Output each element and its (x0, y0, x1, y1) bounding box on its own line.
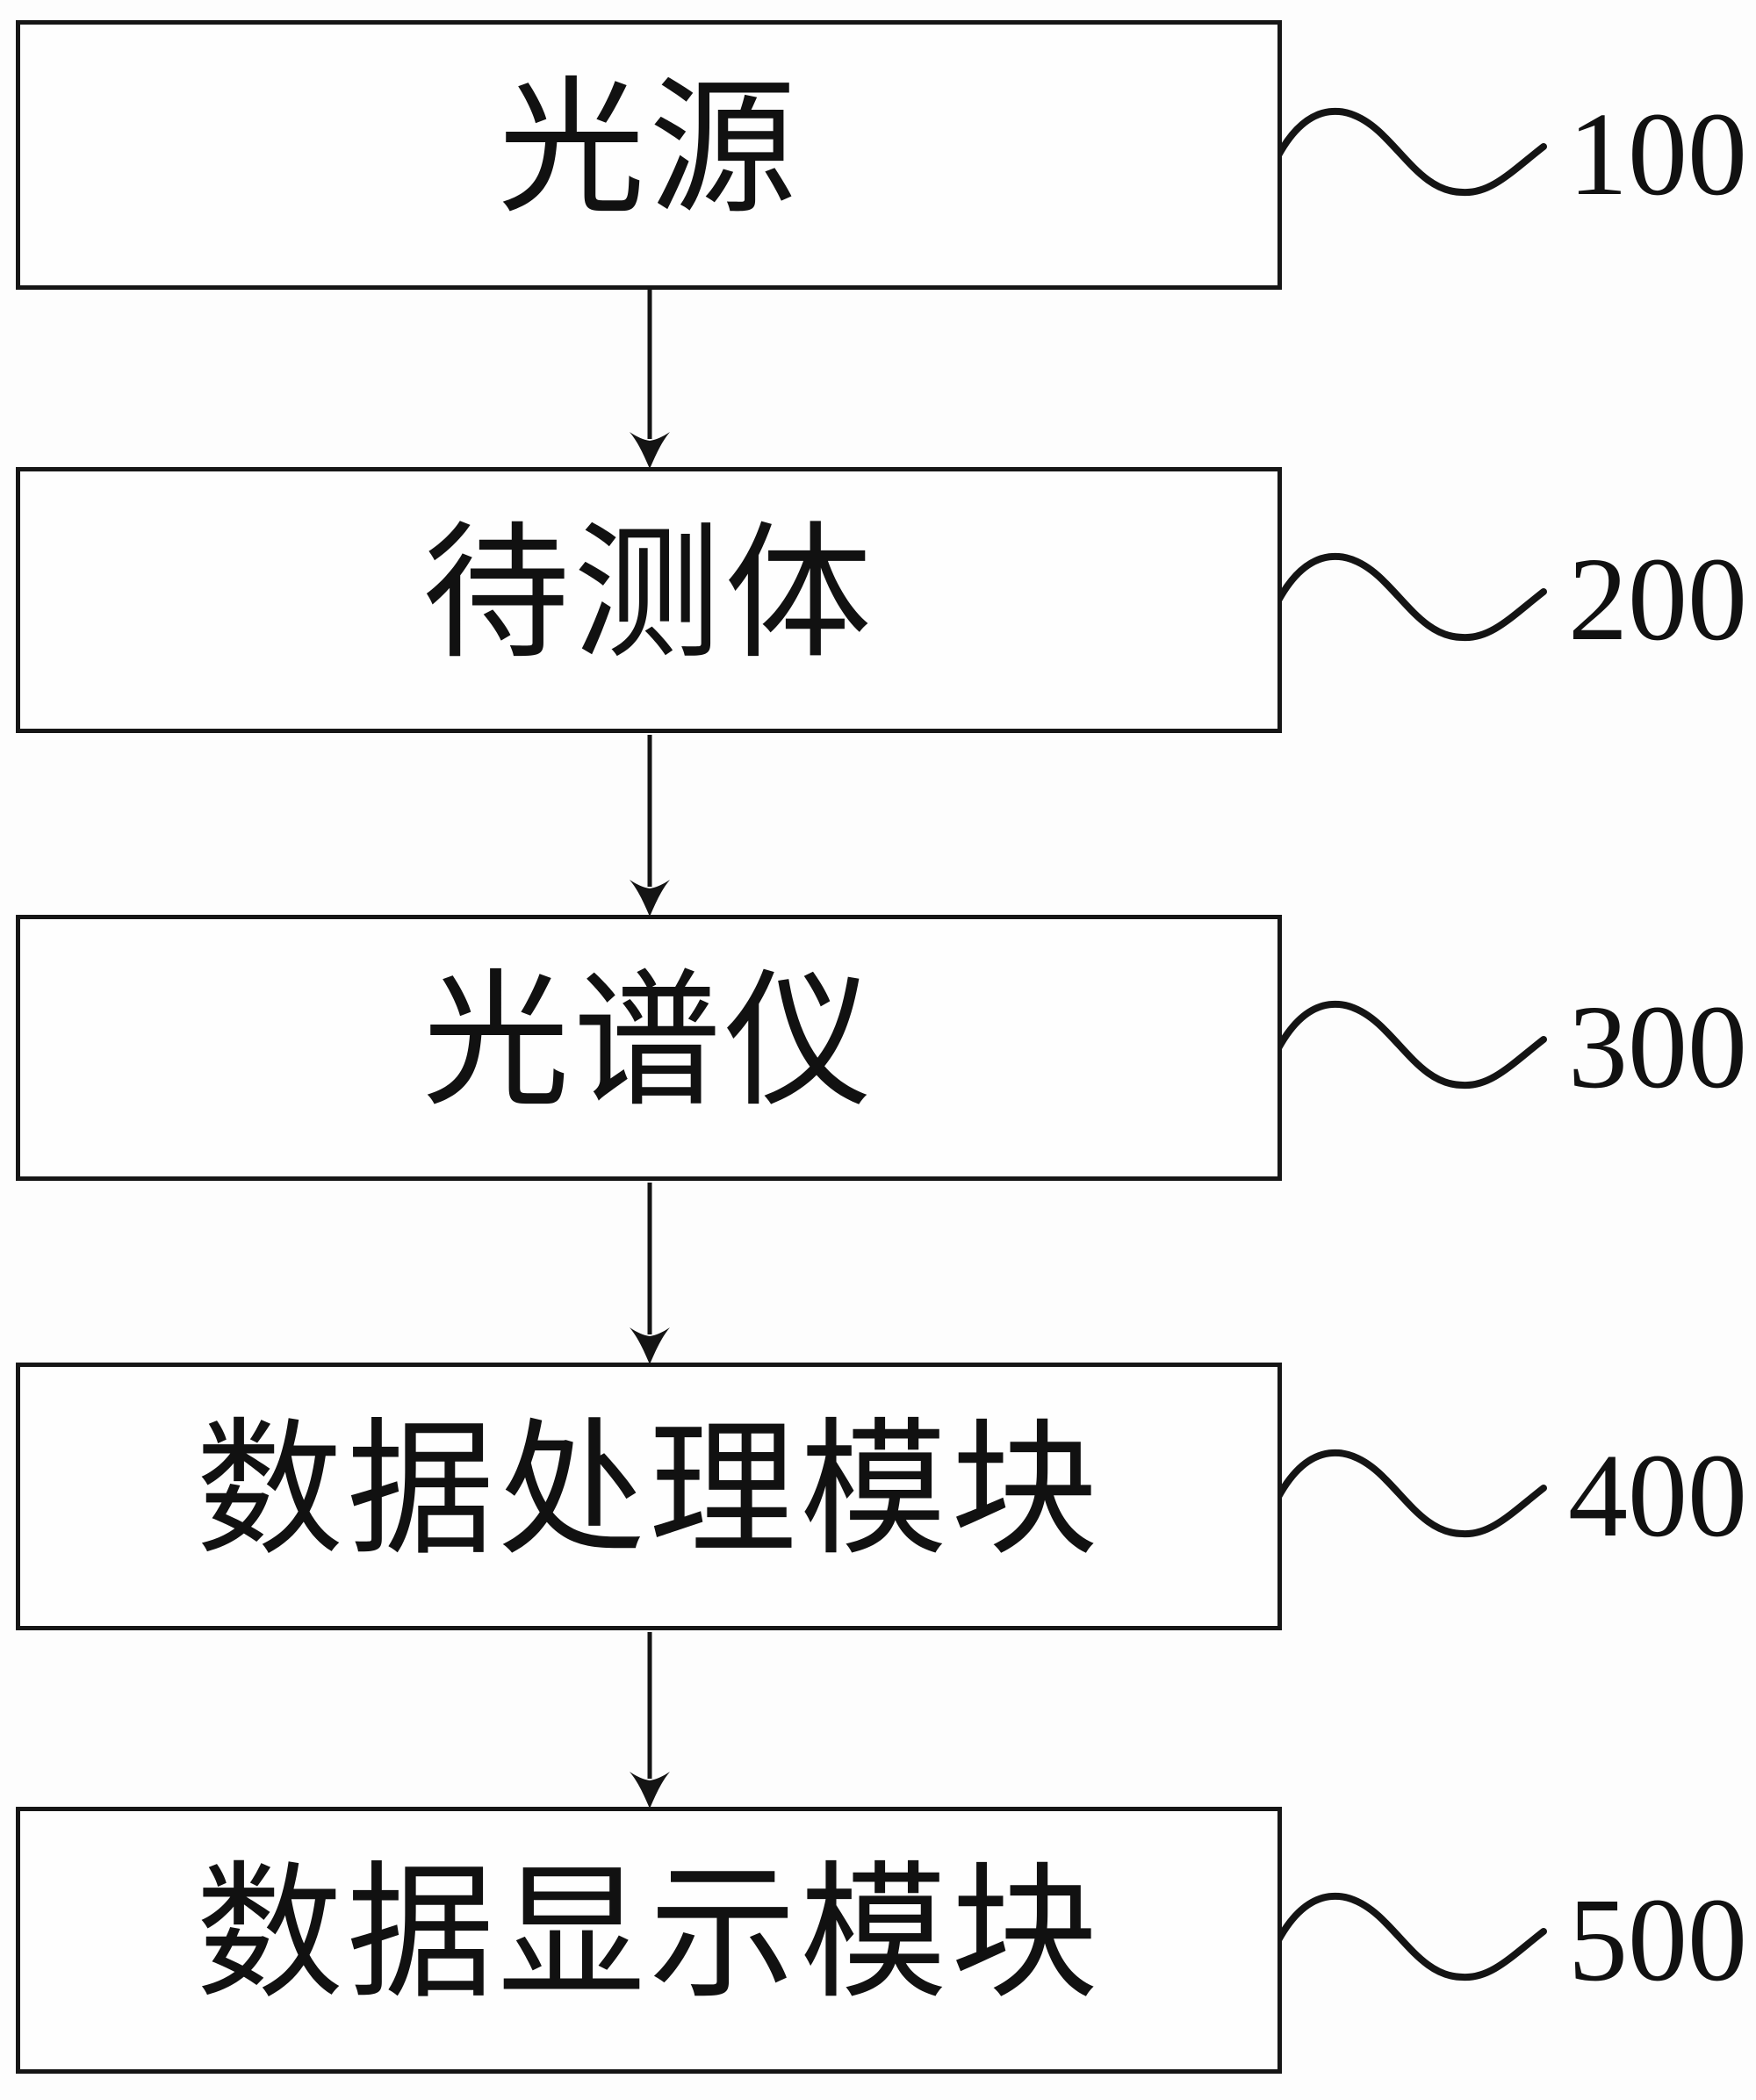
flow-arrow-1 (630, 290, 670, 469)
ref-connector-100 (1275, 107, 1547, 197)
ref-connector-400 (1275, 1449, 1547, 1538)
block-object-under-test: 待测体 (16, 467, 1282, 733)
block-object-under-test-label: 待测体 (422, 513, 875, 677)
block-data-processing-module: 数据处理模块 (16, 1363, 1282, 1630)
block-data-display-module: 数据显示模块 (16, 1807, 1282, 2074)
ref-number-300: 300 (1568, 982, 1747, 1113)
ref-number-200: 200 (1568, 534, 1747, 665)
ref-connector-300 (1275, 1000, 1547, 1090)
ref-number-100: 100 (1568, 89, 1747, 220)
ref-number-500: 500 (1568, 1874, 1747, 2006)
block-spectrometer-label: 光谱仪 (422, 960, 875, 1125)
block-data-display-module-label: 数据显示模块 (196, 1853, 1102, 2017)
flow-arrow-4 (630, 1632, 670, 1809)
flow-arrow-3 (630, 1183, 670, 1364)
ref-number-400: 400 (1568, 1430, 1747, 1562)
ref-connector-200 (1275, 552, 1547, 642)
block-light-source-label: 光源 (498, 68, 800, 232)
ref-connector-500 (1275, 1892, 1547, 1981)
flow-arrow-2 (630, 735, 670, 917)
block-light-source: 光源 (16, 20, 1282, 290)
block-data-processing-module-label: 数据处理模块 (196, 1409, 1102, 1573)
block-spectrometer: 光谱仪 (16, 915, 1282, 1181)
